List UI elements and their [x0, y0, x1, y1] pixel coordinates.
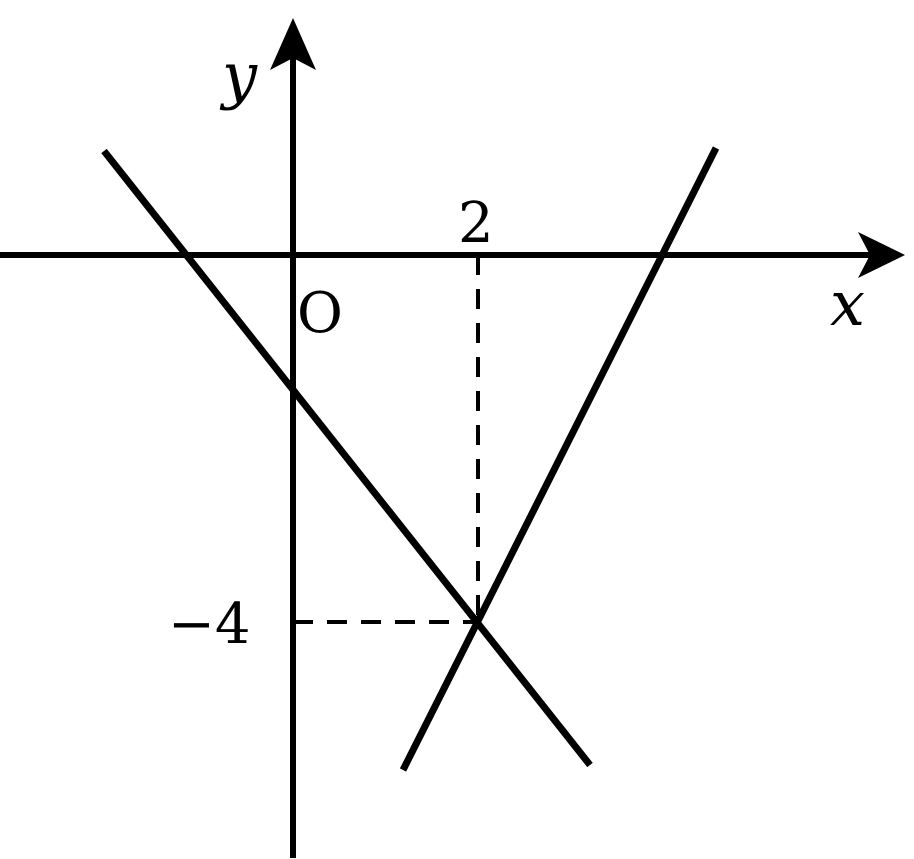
x-axis-arrow: [858, 232, 905, 278]
y-axis-label: y: [219, 39, 258, 112]
x-axis-label: x: [830, 267, 865, 340]
y-tick-label: −4: [168, 592, 251, 657]
x-tick-label: 2: [458, 191, 494, 256]
y-axis-arrow: [270, 18, 316, 70]
origin-label: O: [297, 281, 343, 346]
descending-line: [101, 148, 593, 768]
ascending-line: [399, 146, 720, 772]
